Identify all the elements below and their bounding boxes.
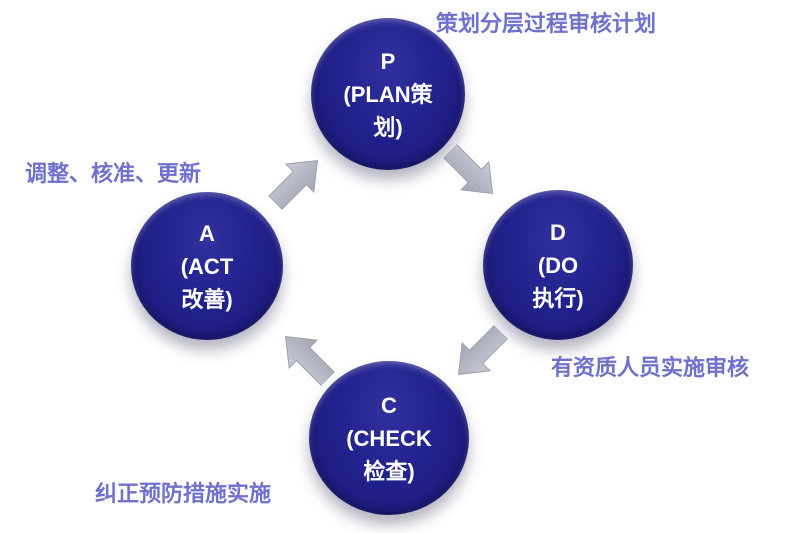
act-circle: A (ACT 改善) [131,192,283,340]
act-annotation: 调整、核准、更新 [25,161,202,186]
check-circle: C (CHECK 检查) [309,361,469,515]
act-circle-label: A (ACT 改善) [180,220,234,312]
check-annotation: 纠正预防措施实施 [95,481,272,506]
arrow-act-to-plan-icon [267,159,319,211]
plan-circle-label: P (PLAN策 划) [343,48,433,140]
plan-circle: P (PLAN策 划) [311,18,465,170]
check-circle-label: C (CHECK 检查) [346,392,432,484]
do-circle: D (DO 执行) [483,190,633,340]
do-annotation: 有资质人员实施审核 [551,355,750,380]
plan-annotation: 策划分层过程审核计划 [436,11,657,36]
arrow-plan-to-do-icon [442,143,494,195]
do-circle-label: D (DO 执行) [532,219,584,311]
arrow-check-to-act-icon [284,335,336,387]
arrow-do-to-check-icon [457,324,509,376]
